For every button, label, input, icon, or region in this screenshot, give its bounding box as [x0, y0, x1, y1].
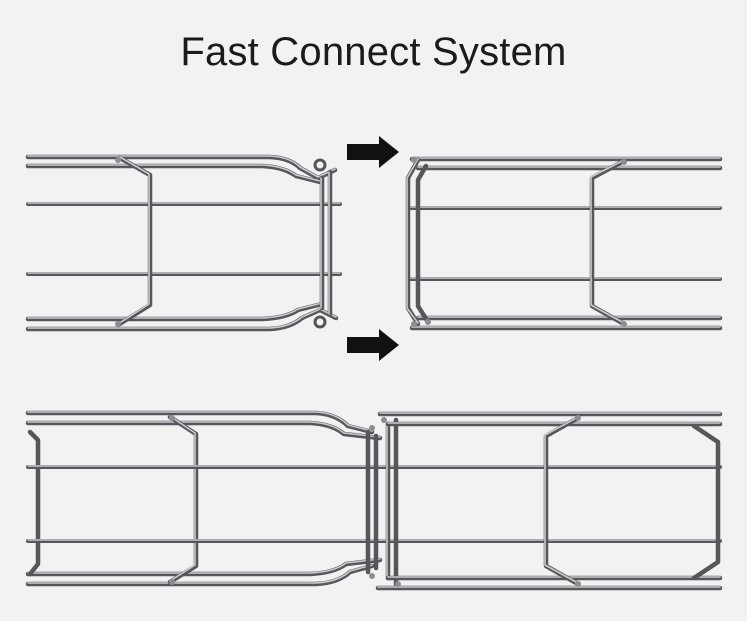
arrow-right-icon — [347, 136, 399, 168]
arrow-right-icon — [347, 329, 399, 361]
tray-section-right — [405, 156, 723, 331]
tray-section-left — [25, 154, 342, 332]
page-title: Fast Connect System — [180, 30, 567, 74]
tray-assembled — [25, 410, 723, 591]
